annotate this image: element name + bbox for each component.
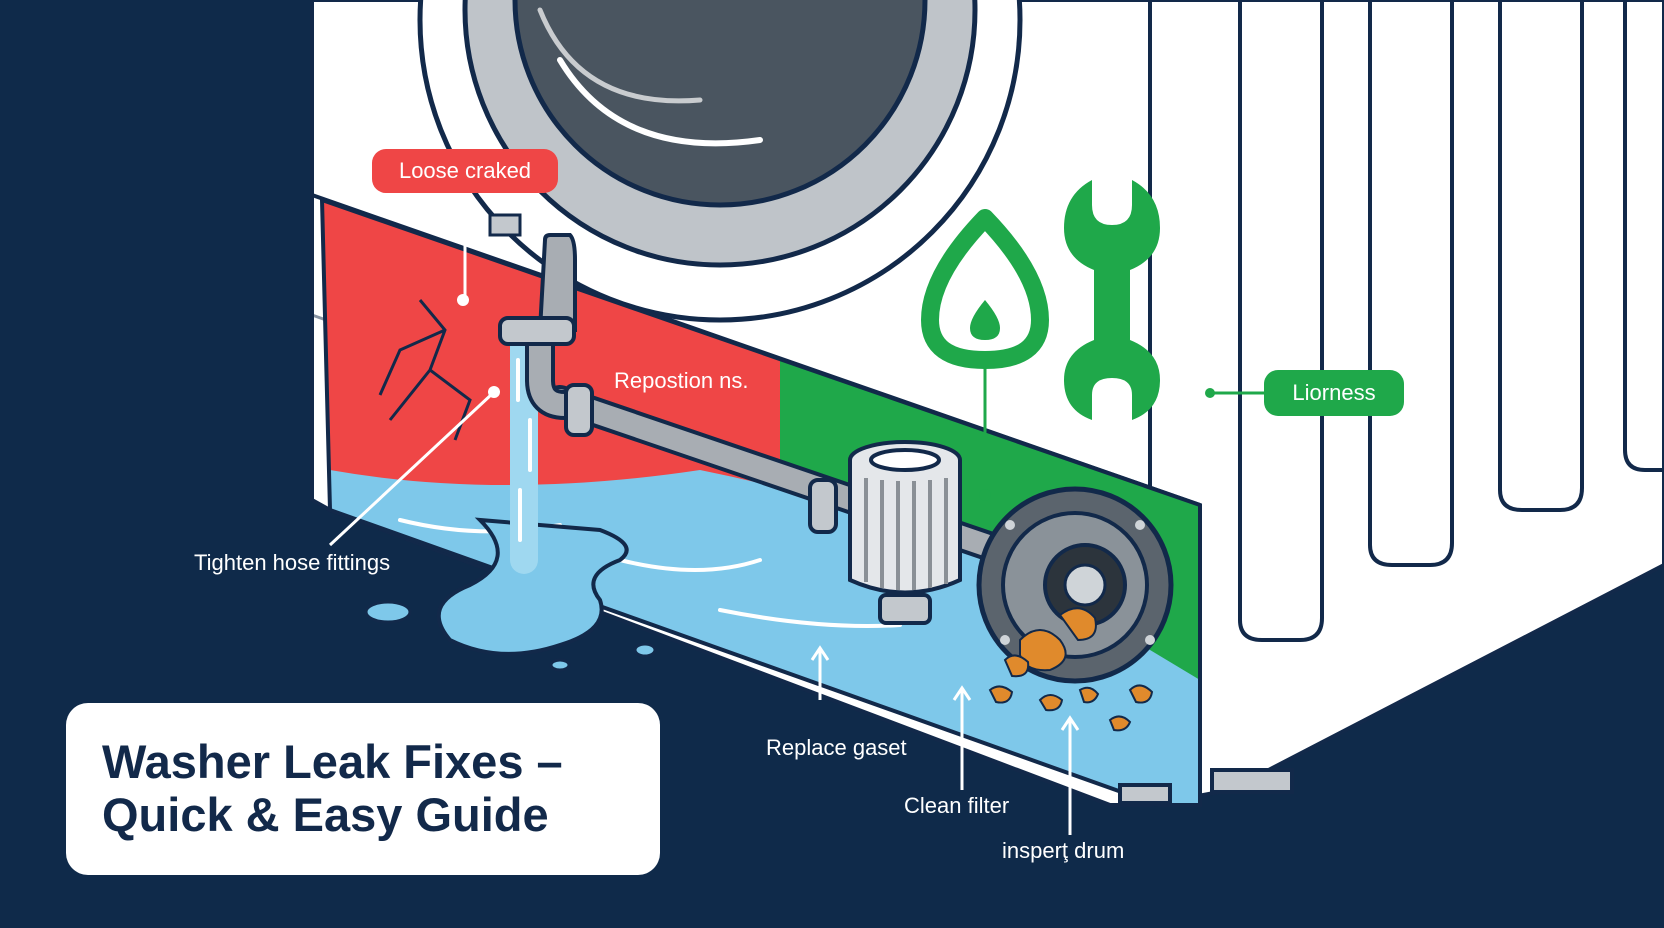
water-drop-icon: [921, 209, 1049, 369]
clean-filter-label: Clean filter: [904, 793, 1010, 818]
hardness-label: Liorness: [1292, 380, 1376, 405]
wrench-icon: [1064, 180, 1160, 420]
title-line-2: Quick & Easy Guide: [102, 788, 549, 841]
drain-filter: [848, 440, 962, 625]
tighten-label: Tighten hose fittings: [194, 550, 391, 575]
reposition-label: Repostion ns.: [614, 368, 749, 393]
title-card: Washer Leak Fixes – Quick & Easy Guide: [66, 703, 660, 875]
washer-foot: [1118, 783, 1172, 805]
debris: [988, 607, 1154, 732]
callout-lines: [328, 190, 1080, 835]
loose-cracked-label: Loose craked: [398, 158, 532, 183]
replace-gasket-label: Replace gaset: [766, 735, 907, 760]
loose-cracked-callout: Loose craked: [372, 149, 558, 193]
title-line-1: Washer Leak Fixes –: [102, 735, 563, 789]
pump-housing: [976, 486, 1174, 684]
inspect-drum-label: insperţ drum: [1002, 838, 1125, 863]
hardness-callout: Liorness: [1264, 370, 1404, 416]
washer-foot-side: [1210, 768, 1294, 794]
washer-side-panel: [1148, 0, 1664, 808]
water-puddle: [364, 316, 657, 672]
